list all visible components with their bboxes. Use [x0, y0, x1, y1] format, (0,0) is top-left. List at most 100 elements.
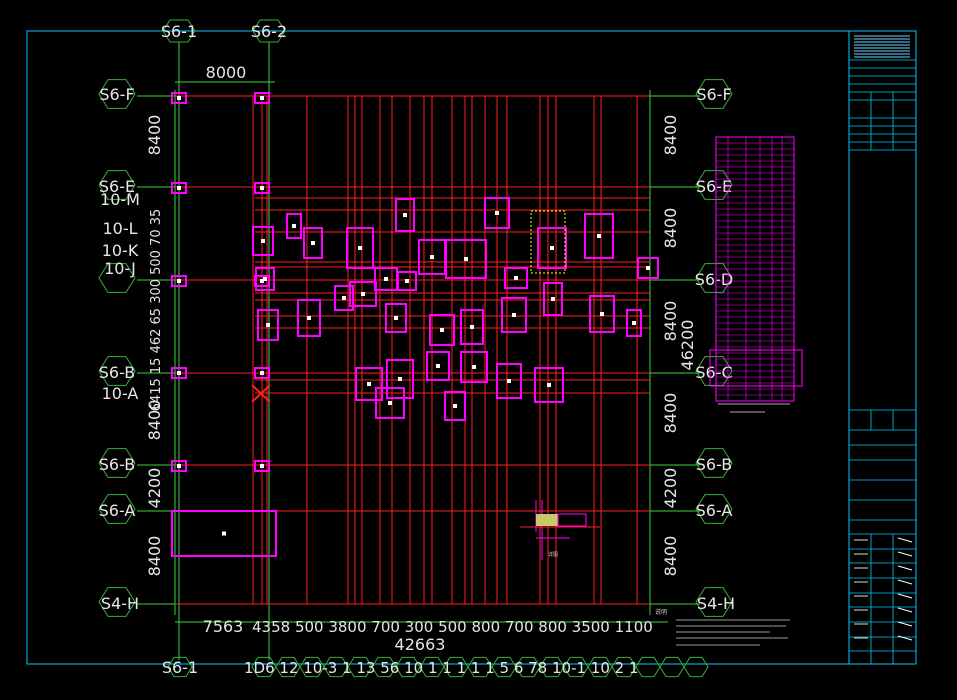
- pile-cap: [589, 295, 615, 333]
- bottom-axis-label: S6-1: [162, 658, 198, 677]
- pile-marker: [646, 266, 650, 270]
- top-dimension-text: 8000: [206, 63, 247, 82]
- pile-marker: [394, 316, 398, 320]
- right-axis-bubble: [695, 587, 733, 617]
- signature-mark: [897, 579, 913, 585]
- pile-schedule-table: [709, 136, 803, 413]
- left-dimension-text: 8400: [145, 400, 164, 441]
- left-axis-label: S4-H: [101, 594, 139, 613]
- pile-cap: [386, 359, 414, 399]
- right-axis-label: S6-D: [695, 270, 733, 289]
- pile-cap: [252, 226, 274, 256]
- right-dimension-text: 8400: [661, 393, 680, 434]
- right-dimension-column: 8400 8400 8400 8400 4200 8400 46200: [661, 115, 697, 577]
- pile-cap: [397, 271, 417, 291]
- left-axis-bubble: [98, 263, 136, 293]
- pile-marker: [342, 296, 346, 300]
- pile-cap: [484, 197, 510, 229]
- pile-marker: [512, 313, 516, 317]
- pile-cap: [254, 460, 270, 472]
- pile-cap: [171, 182, 187, 194]
- right-axis-bubble: [695, 263, 733, 293]
- pile-marker: [311, 241, 315, 245]
- pile-cap: [496, 363, 522, 399]
- left-axis-labels: S6-F S6-E S6-B S6-B S6-A S4-H 10-M 10-L …: [99, 85, 140, 613]
- left-axis-bubble: [98, 587, 136, 617]
- pile-marker: [440, 328, 444, 332]
- notes-lines: [676, 619, 790, 646]
- right-axis-label: S6-A: [696, 501, 733, 520]
- pile-marker: [495, 211, 499, 215]
- pile-marker: [403, 213, 407, 217]
- signature-mark: [897, 621, 913, 627]
- right-axis-bubble: [695, 494, 733, 524]
- pile-marker: [261, 239, 265, 243]
- pile-cap: [254, 367, 270, 379]
- selection-highlight: [530, 210, 566, 274]
- pile-marker: [398, 377, 402, 381]
- left-axis-label: S6-E: [99, 177, 135, 196]
- pile-marker: [388, 401, 392, 405]
- left-dimension-column: 8400 8400 4200 8400 6415 15 462 65 300 5…: [145, 115, 164, 577]
- left-sub-axis-label: 10-J: [104, 259, 136, 278]
- pile-marker: [263, 277, 267, 281]
- notes-title: 说明: [655, 608, 667, 616]
- left-axis-label: S6-F: [99, 85, 134, 104]
- pile-marker: [436, 364, 440, 368]
- signature-mark: [897, 537, 913, 543]
- pile-marker: [453, 404, 457, 408]
- pile-marker: [177, 186, 181, 190]
- right-dimension-text: 8400: [661, 208, 680, 249]
- top-axis-label: S6-1: [161, 22, 197, 41]
- beam-layer: [175, 95, 650, 605]
- pile-marker: [507, 379, 511, 383]
- pile-marker: [430, 255, 434, 259]
- pile-marker: [551, 297, 555, 301]
- pile-cap: [375, 387, 405, 419]
- pile-marker: [361, 292, 365, 296]
- pile-cap: [460, 309, 484, 345]
- drawing-border: [26, 30, 917, 665]
- left-axis-bubble: [98, 79, 136, 109]
- right-dimension-text: 4200: [661, 468, 680, 509]
- right-dimension-text: 8400: [661, 115, 680, 156]
- title-block: [849, 35, 916, 664]
- right-axis-bubble: [695, 79, 733, 109]
- left-dimension-text: 8400: [145, 536, 164, 577]
- pile-cap: [346, 227, 374, 269]
- pile-cap: [584, 213, 614, 259]
- pile-cap: [334, 285, 354, 311]
- pile-marker: [405, 279, 409, 283]
- pile-marker: [550, 246, 554, 250]
- pile-cap: [255, 267, 275, 291]
- pile-cap: [286, 213, 302, 239]
- left-dimension-text: 4200: [145, 468, 164, 509]
- pile-marker: [358, 246, 362, 250]
- right-axis-bubble: [695, 448, 733, 478]
- signature-mark: [897, 635, 913, 641]
- signature-mark: [897, 607, 913, 613]
- right-axis-label: S6-B: [696, 455, 733, 474]
- right-axis-labels: S6-F S6-E S6-D S6-C S6-B S6-A S4-H: [695, 85, 735, 613]
- pile-cap: [626, 309, 642, 337]
- bottom-axis-bubble: [683, 656, 709, 678]
- pile-marker: [597, 234, 601, 238]
- pile-marker: [177, 96, 181, 100]
- bottom-axis-bubble: [635, 656, 661, 678]
- pile-marker: [367, 382, 371, 386]
- top-axis-bubble-s6-2: S6-2: [251, 19, 287, 43]
- pile-marker: [177, 464, 181, 468]
- pile-cap-layer: [171, 92, 659, 557]
- left-axis-bubble: [98, 448, 136, 478]
- pile-marker: [547, 383, 551, 387]
- pile-marker: [632, 321, 636, 325]
- pile-cap: [426, 351, 450, 381]
- pile-cap: [534, 367, 564, 403]
- pile-marker: [514, 276, 518, 280]
- top-axis-bubble-s6-1: S6-1: [161, 19, 197, 43]
- signature-mark: [897, 593, 913, 599]
- right-axis-label: S6-F: [696, 85, 731, 104]
- bottom-dimension-run: 4358 500 3800 700 300 500 800 700 800 35…: [252, 618, 653, 636]
- left-axis-bubble: [98, 170, 136, 200]
- bottom-axis-bubble: [167, 656, 193, 678]
